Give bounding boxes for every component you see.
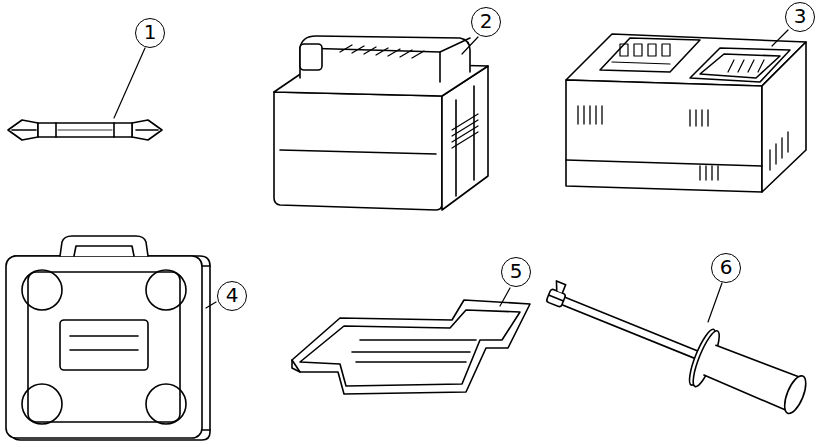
callout-number: 3 [785,2,815,32]
callout-number: 2 [471,7,501,37]
leader-lines [114,30,788,322]
battery-cover [292,300,530,394]
side-handle [537,267,814,425]
callout-number: 6 [711,253,741,283]
battery-pack [274,36,488,210]
driver-bit [8,120,162,140]
battery-charger [566,34,806,192]
callout-number: 1 [135,18,165,48]
carrying-case [6,236,210,440]
callout-number: 4 [217,281,247,311]
callout-number: 5 [501,257,531,287]
